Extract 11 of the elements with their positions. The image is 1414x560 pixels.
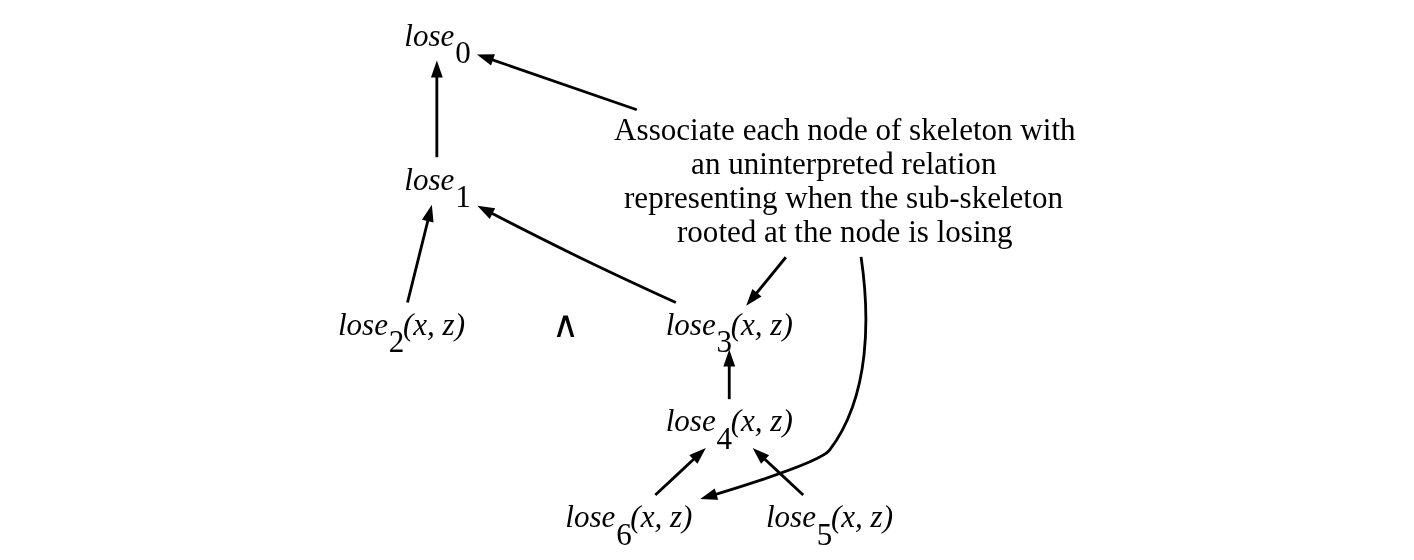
- arrow: [752, 447, 805, 496]
- label: ∧: [551, 303, 579, 345]
- arrow: [477, 205, 677, 304]
- node-text: Associate each node of skeleton with an uninterpreted relation representing when the sub-skeleton rooted at the node is losing: [614, 112, 1076, 249]
- arrow: [430, 60, 443, 158]
- arrow: [723, 349, 736, 400]
- arrow: [700, 256, 868, 500]
- arrow: [476, 54, 638, 112]
- arrow: [654, 447, 706, 496]
- arrow: [406, 204, 434, 303]
- arrow: [746, 256, 787, 306]
